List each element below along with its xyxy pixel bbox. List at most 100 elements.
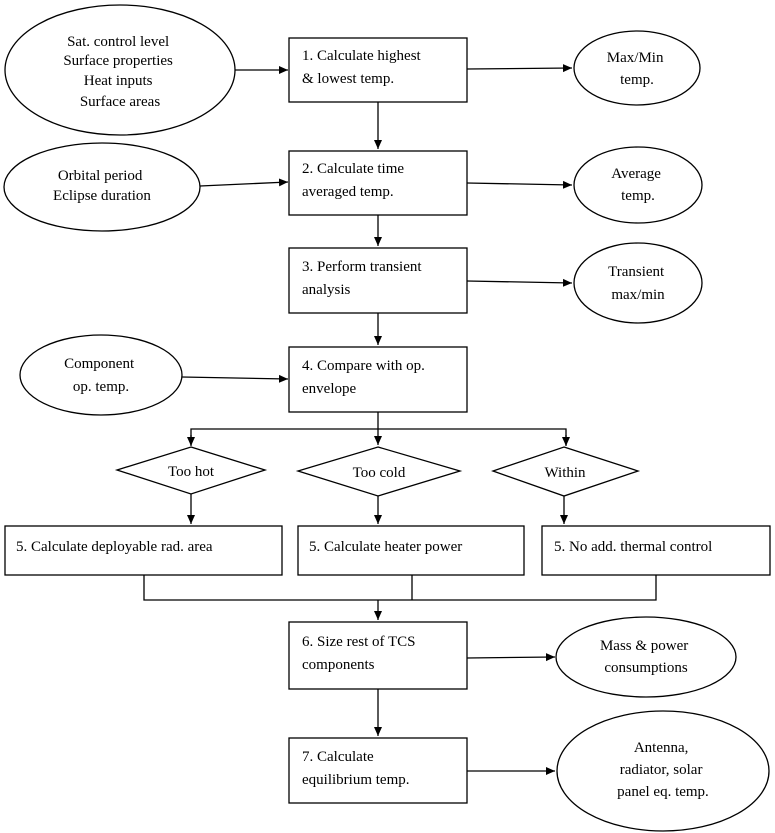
text-line: Heat inputs — [84, 73, 153, 89]
input-ellipse — [4, 4, 236, 136]
text-line: 1. Calculate highest — [302, 48, 422, 64]
output-average: Average temp. — [573, 146, 703, 224]
text-line: Surface properties — [63, 53, 173, 69]
text-line: & lowest temp. — [302, 71, 394, 87]
output-ellipse — [555, 616, 737, 698]
text-line: Eclipse duration — [53, 188, 151, 204]
step-6-box: 6. Size rest of TCS components — [288, 621, 468, 690]
input-text: Orbital period Eclipse duration — [53, 168, 151, 204]
step-5-rad-area-box: 5. Calculate deployable rad. area — [4, 525, 283, 576]
text-line: 4. Compare with op. — [302, 358, 425, 374]
text-line: max/min — [611, 287, 665, 303]
box-text: 4. Compare with op. envelope — [302, 358, 429, 397]
text-line: op. temp. — [73, 379, 129, 395]
output-text: Max/Min temp. — [607, 50, 667, 88]
input-sat-params: Sat. control level Surface properties He… — [4, 4, 236, 136]
text-line: Max/Min — [607, 50, 664, 66]
box-text: 2. Calculate time averaged temp. — [302, 161, 408, 200]
decision-too-cold: Too cold — [295, 446, 463, 497]
input-component-temp: Component op. temp. — [19, 334, 183, 416]
arrow-step3-to-transient — [466, 278, 573, 287]
output-text: Antenna, radiator, solar panel eq. temp. — [617, 740, 709, 800]
output-mass-power: Mass & power consumptions — [555, 616, 737, 698]
decision-diamond — [491, 446, 641, 497]
process-box — [297, 525, 525, 576]
text-line: Orbital period — [58, 168, 143, 184]
text-line: radiator, solar — [620, 762, 703, 778]
decision-within: Within — [491, 446, 641, 497]
output-ellipse — [573, 30, 701, 106]
merge-line — [143, 575, 657, 601]
box-text: 7. Calculate equilibrium temp. — [302, 749, 409, 788]
output-text: Mass & power consumptions — [600, 638, 692, 676]
text-line: Surface areas — [80, 94, 161, 110]
output-transient: Transient max/min — [573, 242, 703, 324]
decision-text: Too hot — [168, 464, 215, 480]
box-text: 5. Calculate heater power — [309, 539, 462, 555]
text-line: 5. No add. thermal control — [554, 539, 712, 555]
input-text: Sat. control level Surface properties He… — [63, 34, 176, 110]
text-line: 5. Calculate deployable rad. area — [16, 539, 213, 555]
text-line: Mass & power — [600, 638, 688, 654]
connectors — [143, 64, 657, 775]
decision-diamond — [295, 446, 463, 497]
text-line: Average — [611, 166, 661, 182]
output-maxmin: Max/Min temp. — [573, 30, 701, 106]
output-text: Average temp. — [611, 166, 664, 204]
arrow-step6-to-mass-power — [466, 653, 556, 662]
arrow-step2-to-average — [466, 180, 573, 189]
text-line: Transient — [608, 264, 665, 280]
process-box — [288, 737, 468, 804]
process-box — [288, 247, 468, 314]
arrow-orbital-to-step2 — [199, 178, 289, 187]
input-ellipse — [19, 334, 183, 416]
output-text: Transient max/min — [608, 264, 668, 303]
decision-too-hot: Too hot — [114, 446, 268, 495]
box-text: 3. Perform transient analysis — [302, 259, 425, 298]
step-1-box: 1. Calculate highest & lowest temp. — [288, 37, 468, 103]
arrow-step1-to-maxmin — [466, 64, 573, 73]
box-text: 5. No add. thermal control — [554, 539, 712, 555]
decision-text: Too cold — [353, 465, 406, 481]
text-line: Too cold — [353, 465, 406, 481]
text-line: temp. — [621, 188, 655, 204]
box-text: 5. Calculate deployable rad. area — [16, 539, 213, 555]
step-2-box: 2. Calculate time averaged temp. — [288, 150, 468, 216]
text-line: 7. Calculate — [302, 749, 374, 765]
text-line: analysis — [302, 282, 350, 298]
process-box — [288, 150, 468, 216]
text-line: 2. Calculate time — [302, 161, 404, 177]
step-5-heater-box: 5. Calculate heater power — [297, 525, 525, 576]
input-text: Component op. temp. — [64, 356, 138, 395]
text-line: Antenna, — [634, 740, 689, 756]
process-box — [288, 346, 468, 413]
arrow-component-to-step4 — [181, 374, 289, 383]
text-line: envelope — [302, 381, 356, 397]
input-ellipse — [3, 142, 201, 232]
step-4-box: 4. Compare with op. envelope — [288, 346, 468, 413]
text-line: averaged temp. — [302, 184, 394, 200]
text-line: Component — [64, 356, 135, 372]
text-line: temp. — [620, 72, 654, 88]
step-5-no-control-box: 5. No add. thermal control — [541, 525, 771, 576]
box-text: 1. Calculate highest & lowest temp. — [302, 48, 424, 87]
text-line: 5. Calculate heater power — [309, 539, 462, 555]
box-text: 6. Size rest of TCS components — [302, 634, 419, 673]
output-ellipse — [573, 146, 703, 224]
text-line: Within — [544, 465, 586, 481]
output-eq-temp: Antenna, radiator, solar panel eq. temp. — [556, 710, 770, 832]
step-7-box: 7. Calculate equilibrium temp. — [288, 737, 468, 804]
text-line: equilibrium temp. — [302, 772, 409, 788]
process-box — [541, 525, 771, 576]
output-ellipse — [573, 242, 703, 324]
input-orbital: Orbital period Eclipse duration — [3, 142, 201, 232]
step-3-box: 3. Perform transient analysis — [288, 247, 468, 314]
process-box — [4, 525, 283, 576]
text-line: components — [302, 657, 375, 673]
text-line: 3. Perform transient — [302, 259, 422, 275]
text-line: Too hot — [168, 464, 215, 480]
text-line: consumptions — [604, 660, 687, 676]
text-line: panel eq. temp. — [617, 784, 709, 800]
